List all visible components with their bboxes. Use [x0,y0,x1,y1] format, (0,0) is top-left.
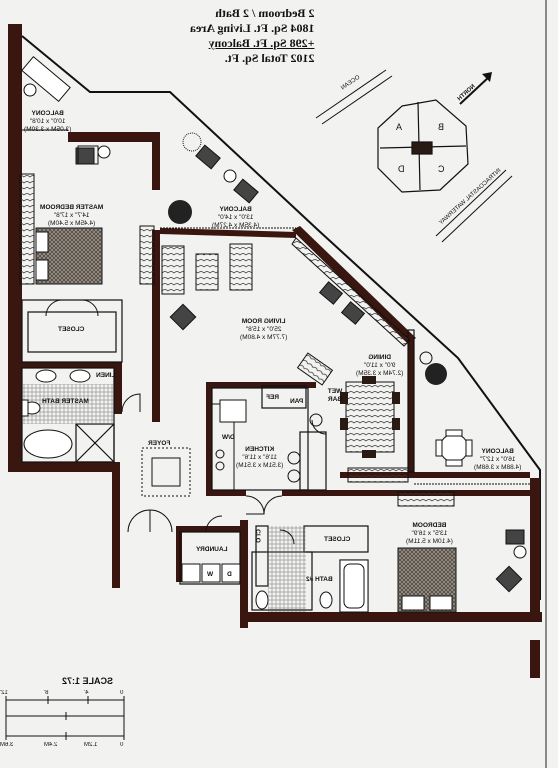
ref-label: REF [266,394,279,401]
scale-tick-m-1: 2.4M [44,742,58,748]
w-label: W [207,571,214,578]
master-bedroom-label: MASTER BEDROOM 14'7" x 17'8" (4.45M x 5.… [40,204,104,227]
scale-tick-ft-2: 4' [84,690,89,696]
lounge-chair [296,352,334,386]
sofa-left [161,245,185,295]
balcony-mid-label: BALCONY 13'0" x 14'0" (4.35M x 4.27M) [212,206,260,229]
scale-label: SCALE 1:72 [62,676,114,686]
key-unit-b: B [438,122,445,132]
dw-label: D/W [222,434,235,441]
balcony-top-label: BALCONY 10'0" x 10'8" (3.05M x 3.30M) [24,110,72,133]
bedroom-label: BEDROOM 13'5" x 16'9" (4.10M x 5.11M) [406,522,453,545]
d-label: D [227,571,232,578]
kitchen-label: KITCHEN 11'6" x 11'6" (3.51M x 3.51M) [236,446,284,469]
scale-tick-ft-0: 12' [0,690,8,696]
foyer-label: FOYER [148,440,171,447]
bath2-label: BATH #2 [306,576,333,583]
scale-tick-m-3: 0 [120,742,124,748]
key-plan [377,99,469,193]
laundry-label: LAUNDRY [196,546,228,553]
sofa-right [229,243,253,291]
header-line4: 2102 Total Sq. Ft. [224,51,315,65]
header-line2: 1804 Sq. Ft. Living Area [190,21,315,35]
bench [397,491,455,507]
walls [8,24,542,678]
scale-tick-m-2: 1.2M [84,742,98,748]
dining-label: DINING 9'0" x 11'0" (2.74M x 3.35M) [356,354,404,377]
master-bed [35,227,103,285]
bedroom2-bed [397,547,457,613]
closet-lower-label: CLOSET [324,536,351,543]
key-unit-d: D [398,164,405,174]
dresser [19,173,35,285]
outer-boundary [21,35,541,600]
key-unit-a: A [396,122,403,132]
master-bath-label: MASTER BATH [42,398,89,405]
living-room-label: LIVING ROOM 25'0" x 15'8" (7.77M x 4.80M… [240,318,288,341]
closet-master-label: CLOSET [58,326,85,333]
north-arrow-icon [459,72,492,105]
pan-label: PAN [290,398,304,405]
scale-tick-m-0: 3.6M [0,742,14,748]
clo-label: CLO [253,529,261,543]
key-unit-c: C [438,164,445,174]
coffee-table [195,253,219,291]
header-line3: +298 Sq. Ft. Balcony [208,36,315,50]
linen-label: LINEN [96,372,116,379]
scale-bar [5,696,125,740]
scale-tick-ft-1: 8' [44,690,49,696]
wet-bar-label: WET BAR [327,388,343,403]
balcony-right-label: BALCONY 16'0" x 12'7" (4.88M x 3.68M) [474,448,522,471]
scale-tick-ft-3: 0 [120,690,124,696]
header-line1: 2 Bedroom / 2 Bath [215,6,315,20]
plan-header: 2 Bedroom / 2 Bath 1804 Sq. Ft. Living A… [190,6,314,66]
dining-table [345,381,395,453]
console [139,225,155,285]
buffet [347,467,409,483]
